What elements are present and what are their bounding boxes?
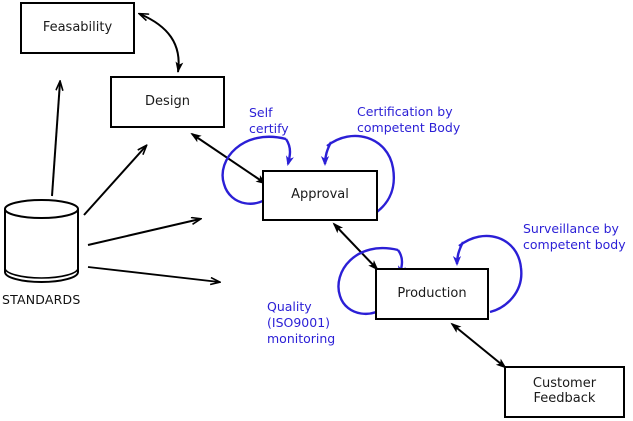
annotation-certification-by-competent-body: Certification by competent Body (357, 104, 461, 135)
node-customer-feedback[interactable]: Customer Feedback (504, 366, 625, 418)
flow-standards-approval (87, 219, 200, 246)
node-production-label: Production (397, 285, 467, 301)
annotation-surveillance-by-competent-body: Surveillance by competent body (523, 221, 626, 252)
node-customer-feedback-label: Customer Feedback (532, 376, 597, 406)
loop-production-surveillance (452, 234, 523, 314)
node-design-label: Design (145, 93, 190, 109)
node-approval[interactable]: Approval (262, 170, 378, 221)
annotation-self-certify: Self certify (249, 105, 289, 136)
flow-standards-design (83, 146, 146, 216)
standards-datastore-label: STANDARDS (2, 292, 81, 307)
flow-standards-feasability (51, 82, 60, 197)
flow-feasability-design (140, 14, 179, 72)
node-approval-label: Approval (291, 187, 349, 203)
loop-approval-self-certify (221, 135, 294, 205)
loop-approval-certification (320, 134, 396, 215)
standards-cylinder-shape (4, 199, 79, 283)
node-design[interactable]: Design (110, 76, 225, 128)
node-feasability[interactable]: Feasability (20, 2, 135, 54)
annotation-quality-iso9001-monitoring: Quality (ISO9001) monitoring (267, 299, 336, 346)
flow-approval-production (332, 222, 379, 271)
flow-design-approval (190, 132, 267, 185)
flow-standards-production (87, 266, 219, 282)
node-production[interactable]: Production (375, 268, 489, 320)
node-feasability-label: Feasability (42, 19, 113, 35)
flow-production-customer-feedback (450, 322, 507, 369)
